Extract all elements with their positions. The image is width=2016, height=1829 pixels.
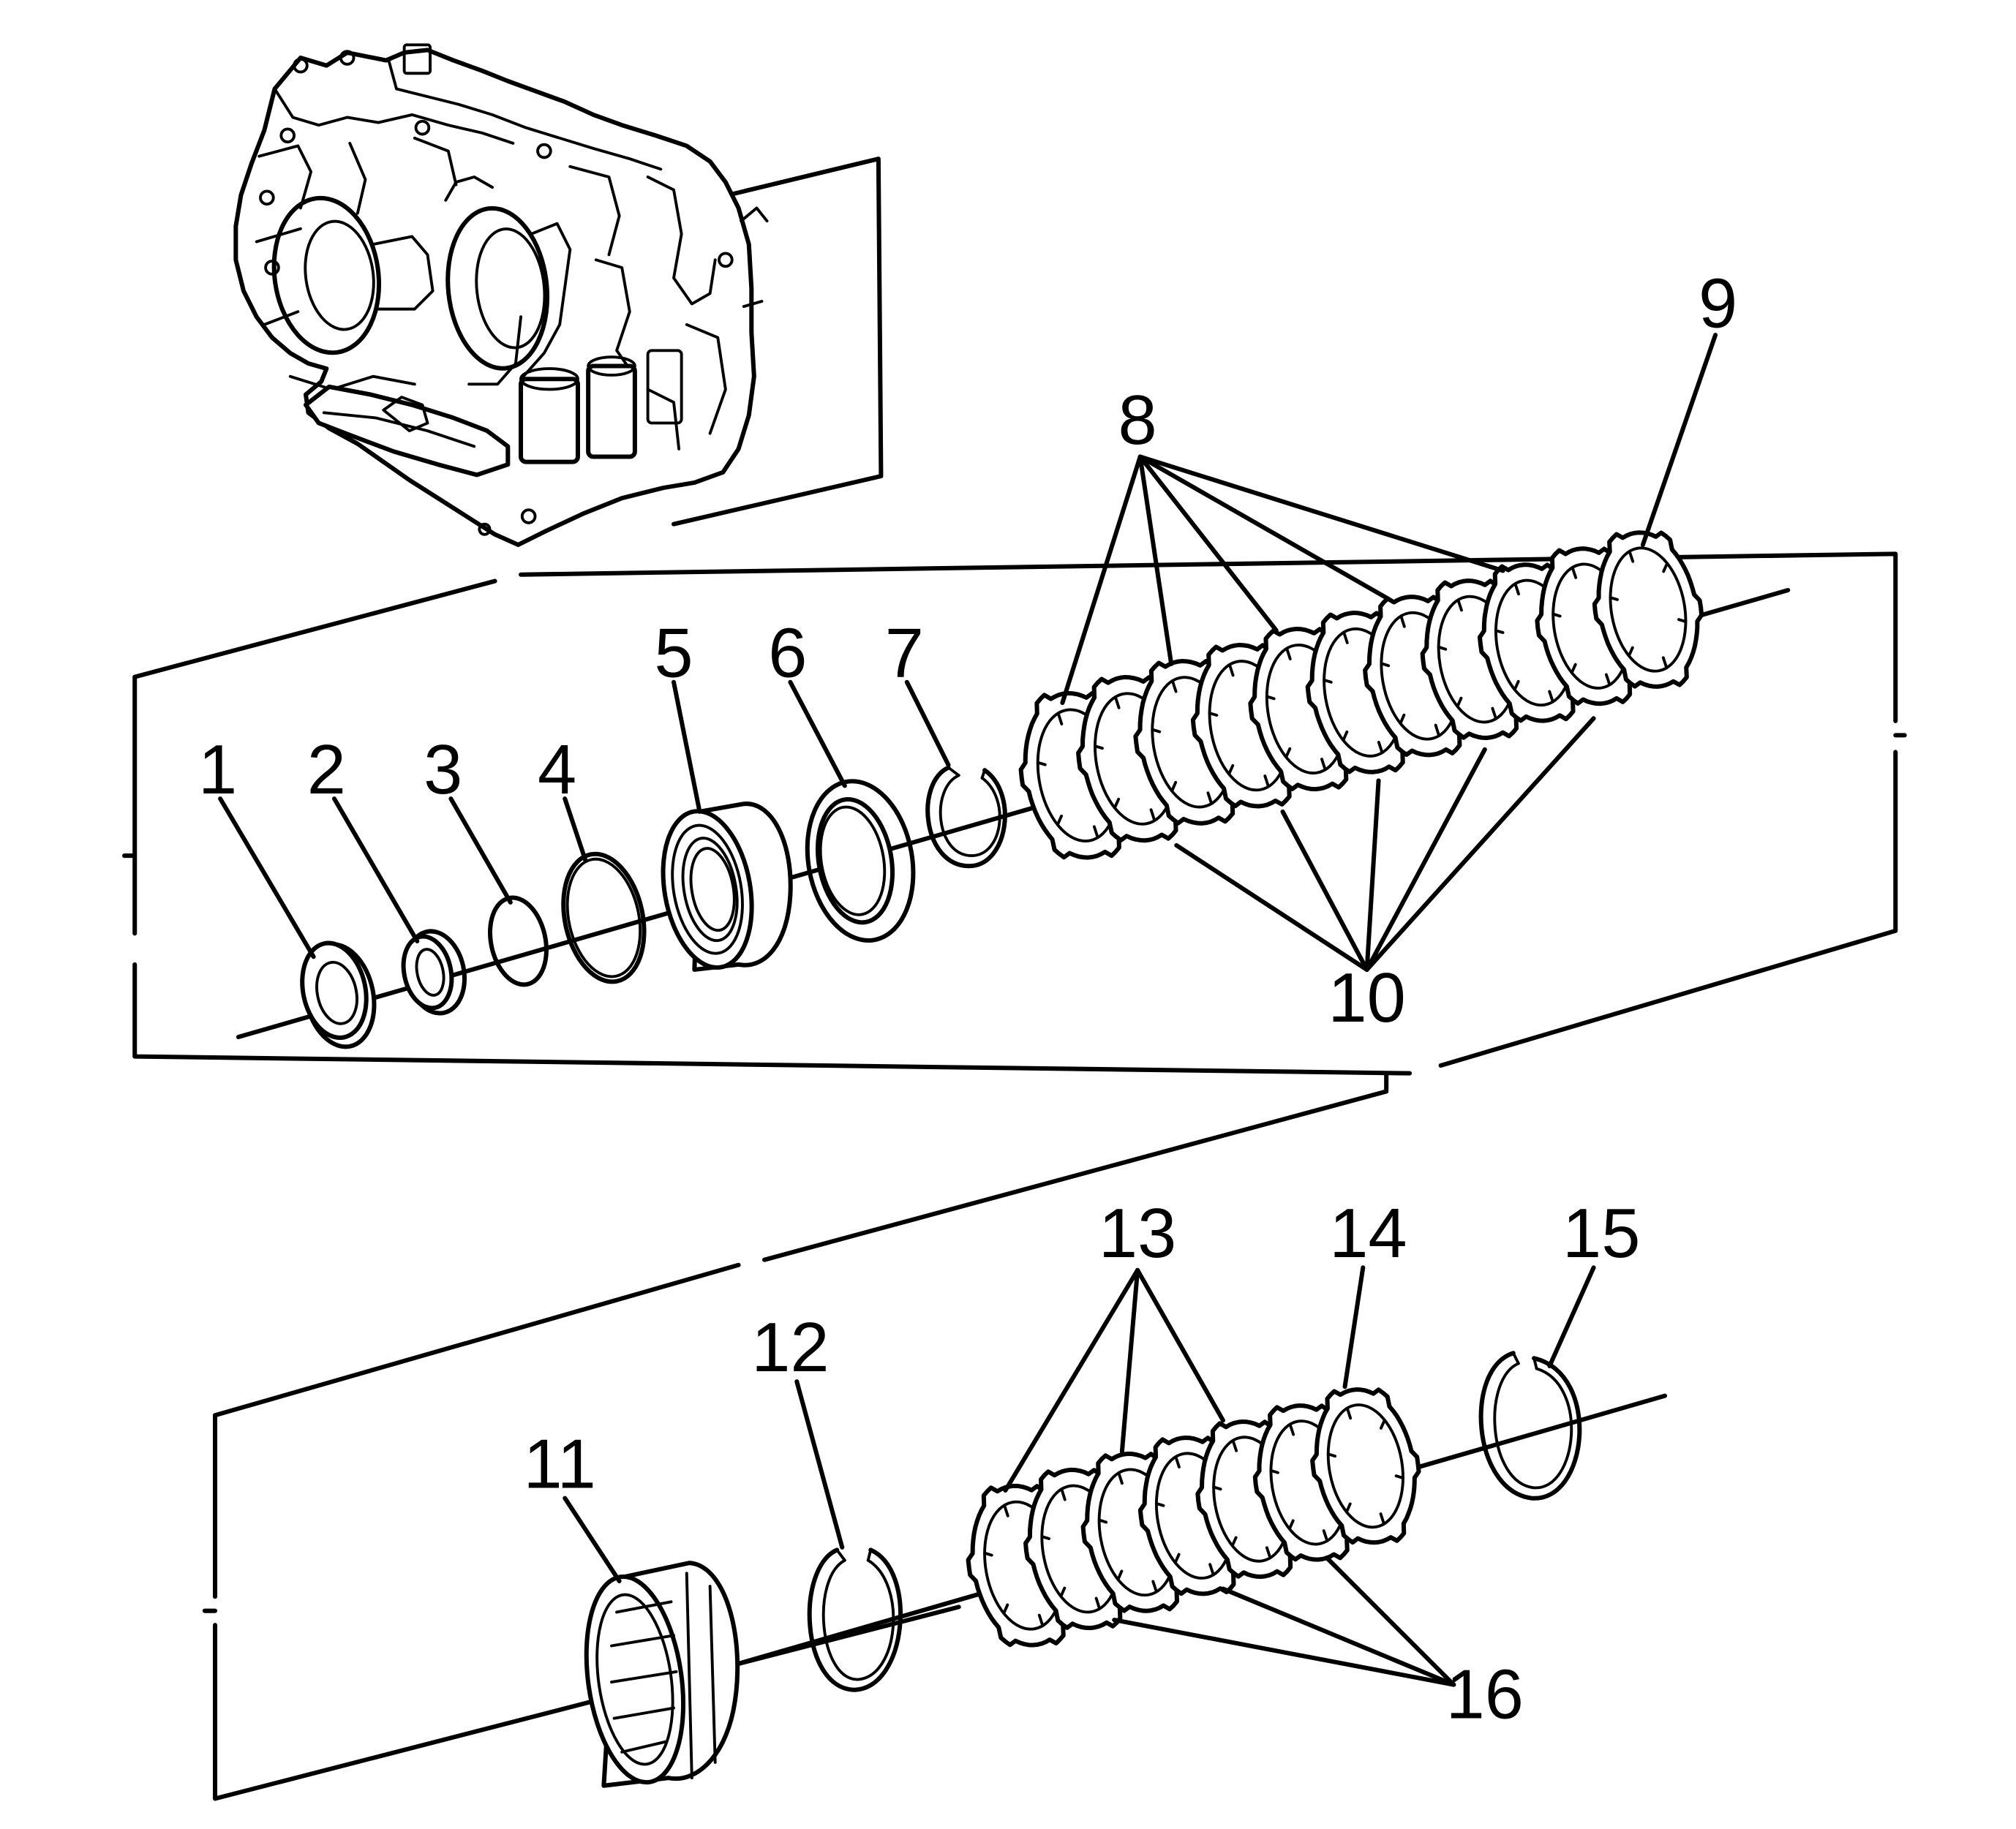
part-6-spring-assembly <box>805 779 916 943</box>
part-7-snap-ring <box>925 765 1007 869</box>
part-15-snap-ring <box>1478 1351 1582 1501</box>
upper-assembly-plane <box>122 551 1907 1076</box>
part-2-bearing <box>401 929 467 1016</box>
callout-9: 9 <box>1699 264 1737 342</box>
part-4-o-ring <box>561 851 647 984</box>
callout-5: 5 <box>654 614 693 693</box>
part-11-clutch-housing <box>584 1561 740 1788</box>
callout-4: 4 <box>538 731 576 809</box>
callout-12: 12 <box>751 1308 829 1387</box>
callout-14: 14 <box>1329 1194 1407 1272</box>
part-12-snap-ring <box>807 1547 903 1692</box>
part-3-seal-ring <box>487 895 549 987</box>
callout-11: 11 <box>524 1425 596 1503</box>
callout-8: 8 <box>1118 381 1157 459</box>
callout-16: 16 <box>1446 1656 1524 1734</box>
transmission-case-illustration <box>233 43 884 547</box>
lower-clutch-pack <box>966 1387 1421 1648</box>
upper-plate <box>1592 530 1704 689</box>
callout-1: 1 <box>198 731 237 809</box>
callout-6: 6 <box>768 614 807 693</box>
callout-3: 3 <box>424 731 462 809</box>
callout-15: 15 <box>1562 1194 1640 1272</box>
plane-connector <box>213 1072 1389 1418</box>
upper-clutch-pack <box>1018 530 1704 860</box>
lower-plate <box>1310 1387 1421 1545</box>
callout-leaders <box>218 333 1718 1687</box>
callout-labels: 1 2 3 4 5 6 7 8 9 10 11 12 13 14 15 16 <box>198 264 1737 1733</box>
callout-13: 13 <box>1099 1194 1176 1272</box>
callout-2: 2 <box>307 731 346 809</box>
part-5-piston <box>661 802 793 972</box>
part-1-seal <box>300 940 377 1049</box>
callout-10: 10 <box>1328 959 1405 1037</box>
callout-7: 7 <box>885 614 924 693</box>
